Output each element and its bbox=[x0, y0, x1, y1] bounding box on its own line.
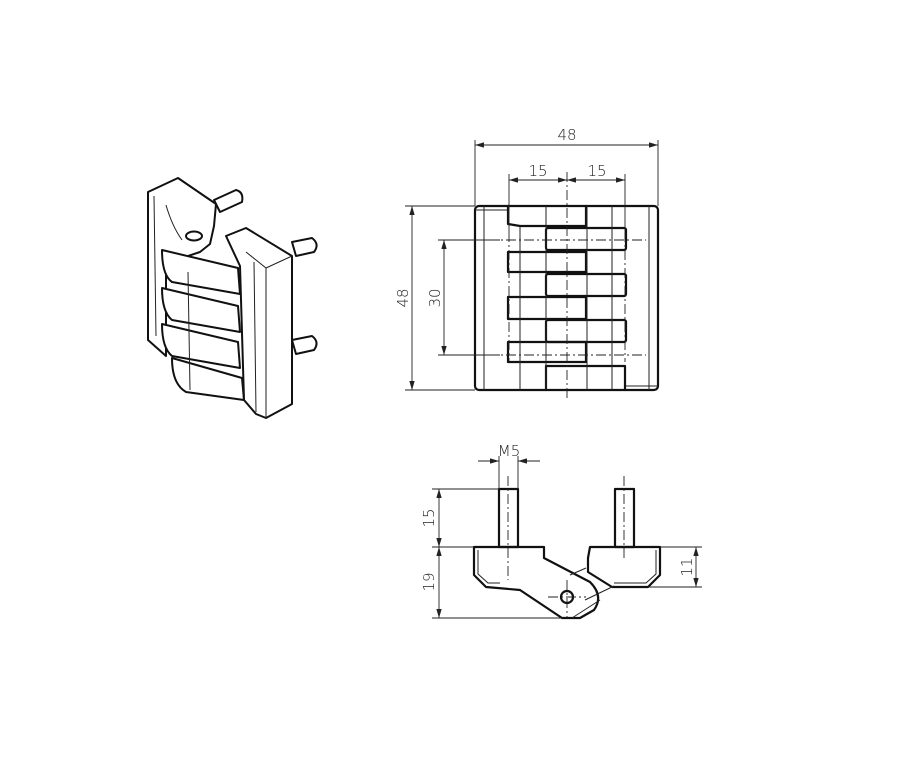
front-view: 48 15 15 48 30 bbox=[394, 126, 660, 400]
isometric-view bbox=[147, 177, 318, 419]
dim-thread: M5 bbox=[498, 442, 521, 460]
dim-body-height: 19 bbox=[420, 572, 438, 591]
pivot-hole-icon bbox=[185, 230, 203, 242]
side-view: M5 15 19 11 bbox=[420, 442, 702, 620]
dim-leaf-height: 11 bbox=[678, 557, 696, 576]
dim-right-offset: 15 bbox=[587, 162, 606, 180]
dim-hole-spacing: 30 bbox=[426, 288, 444, 307]
dim-overall-height: 48 bbox=[394, 288, 412, 307]
dim-stud-length: 15 bbox=[420, 508, 438, 527]
dim-left-offset: 15 bbox=[528, 162, 547, 180]
dim-overall-width: 48 bbox=[557, 126, 576, 144]
